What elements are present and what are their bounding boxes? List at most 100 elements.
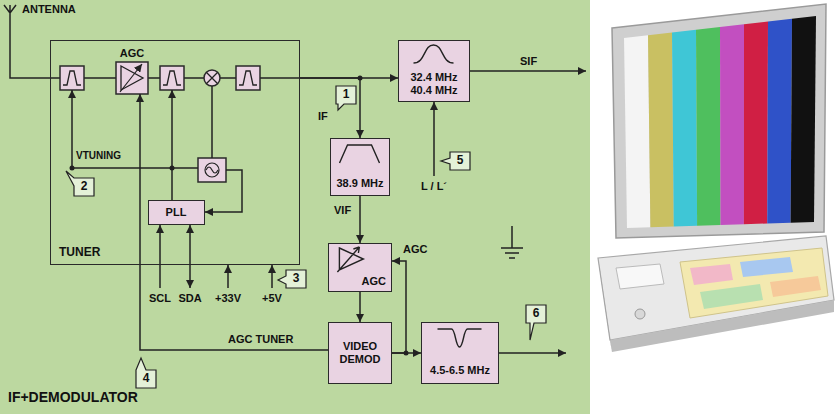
schematic-patch	[690, 264, 733, 285]
box-label: VIDEO DEMOD	[333, 340, 387, 366]
box-label: PLL	[166, 206, 187, 219]
filter-curve	[163, 71, 181, 85]
pll-feedback-wire	[205, 170, 242, 212]
signal-name: SIF	[520, 55, 537, 68]
pin-name: SDA	[178, 292, 201, 305]
ground-symbol	[501, 226, 523, 258]
callout-flag	[136, 358, 156, 388]
vif-filter-box: 38.9 MHz	[330, 138, 390, 196]
amplifier-symbol	[116, 62, 148, 94]
filter-curve	[438, 329, 482, 347]
antenna-symbol	[4, 5, 60, 78]
tuning-wire	[72, 167, 198, 169]
signal-name: L / L´	[421, 180, 447, 193]
box-label: AGC	[362, 275, 386, 288]
filter-symbol	[329, 244, 390, 274]
trainer-slot	[616, 264, 664, 289]
callout-flag	[278, 270, 306, 288]
filter-curve	[63, 71, 81, 85]
trainer-side	[598, 258, 612, 352]
callout-number: 2	[81, 180, 88, 194]
callout-number: 1	[343, 88, 350, 102]
callout-flag	[526, 305, 546, 340]
signal-name: AGC	[120, 47, 144, 60]
box-label: 32.4 MHz 40.4 MHz	[403, 71, 465, 97]
pin-wire	[271, 265, 273, 288]
tuning-wire	[171, 90, 173, 200]
filter-symbol	[236, 66, 260, 90]
sif-output-wire	[470, 70, 586, 72]
callout-number: 4	[143, 372, 150, 386]
gain-arrow	[120, 64, 142, 92]
color-bar	[720, 24, 744, 225]
callout-number: 3	[293, 272, 300, 286]
pin-name: +33V	[215, 292, 241, 305]
video-output-wire	[499, 352, 566, 354]
signal-connector	[392, 261, 406, 353]
panel-ground	[0, 0, 590, 414]
filter-curve	[239, 71, 257, 85]
signal-name: AGC TUNER	[228, 333, 293, 346]
standard-select-wire	[433, 102, 435, 176]
callout-flag	[441, 152, 470, 170]
signal-connector	[359, 196, 361, 243]
box-label: TUNER	[59, 246, 100, 259]
box-label: 38.9 MHz	[336, 177, 383, 190]
pll-box: PLL	[148, 200, 205, 225]
schematic-patch	[770, 276, 821, 297]
color-bar	[791, 16, 816, 223]
color-bar	[767, 19, 792, 224]
color-bar	[648, 33, 674, 228]
signal-connector	[359, 292, 361, 322]
notch-filter-box: 4.5-6.5 MHz	[421, 322, 499, 384]
filter-symbol	[160, 66, 184, 90]
callout-flag	[66, 171, 94, 196]
filter-curve	[340, 145, 380, 163]
oscillator-wire	[211, 86, 213, 158]
filter-symbol	[422, 323, 497, 353]
schematic-panel	[680, 248, 828, 318]
signal-name: VTUNING	[76, 150, 121, 162]
box-label: 4.5-6.5 MHz	[430, 364, 490, 377]
filter-symbol	[60, 66, 84, 90]
signal-connector	[300, 78, 360, 138]
video-demod-box: VIDEO DEMOD	[328, 322, 392, 384]
sine-wave	[206, 167, 218, 173]
monitor-frame	[612, 4, 826, 238]
photo-ground	[590, 0, 837, 414]
pin-name: SCL	[149, 292, 171, 305]
signal-name: VIF	[334, 204, 351, 217]
junction-dot	[170, 166, 175, 171]
tuning-wire	[71, 90, 73, 168]
color-bar	[696, 27, 721, 226]
filter-symbol	[331, 139, 388, 169]
filter-curve	[337, 247, 363, 272]
junction-dot	[70, 166, 75, 171]
color-bar	[672, 30, 697, 227]
color-bar	[624, 35, 650, 228]
mixer-cross	[206, 72, 217, 83]
signal-name: IF	[318, 110, 328, 123]
schematic-patch	[700, 284, 763, 309]
trainer-knob	[635, 309, 645, 319]
saw-filter-box: 32.4 MHz 40.4 MHz	[398, 40, 470, 102]
pin-wire	[159, 225, 161, 288]
filter-curve	[414, 45, 454, 63]
mixer-symbol	[204, 70, 220, 86]
callout-flag	[336, 86, 356, 110]
color-bar	[744, 22, 768, 225]
connector-label: AGC	[402, 243, 428, 256]
callout-number: 6	[533, 307, 540, 321]
oscillator-circle	[205, 163, 219, 177]
schematic-patch	[740, 257, 793, 277]
panel-title: IF+DEMODULATOR	[8, 389, 138, 405]
callout-number: 5	[457, 154, 464, 168]
agc-amplifier-box: AGC	[328, 243, 392, 292]
pin-wire	[227, 265, 229, 288]
oscillator-symbol	[198, 158, 226, 182]
filter-symbol	[399, 41, 468, 71]
pin-name: +5V	[262, 292, 282, 305]
pin-wire	[189, 225, 191, 288]
signal-name: ANTENNA	[22, 3, 76, 16]
